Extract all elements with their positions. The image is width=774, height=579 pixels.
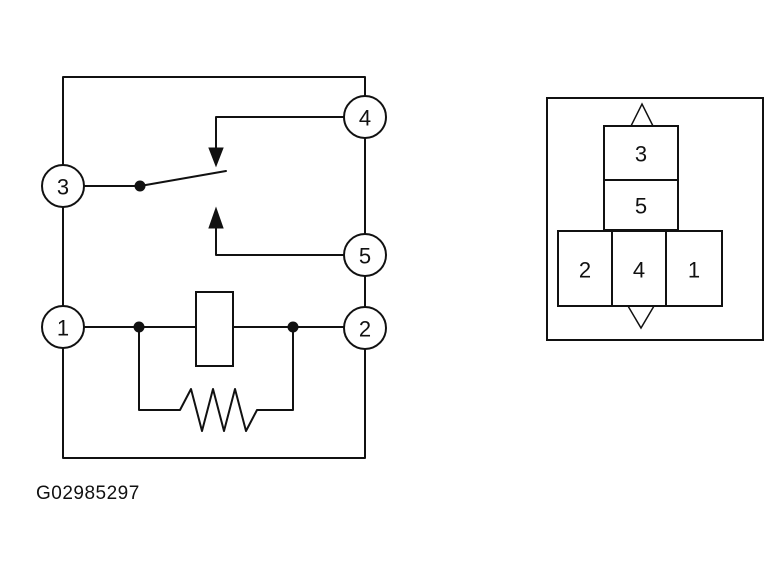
svg-text:4: 4 [359, 106, 371, 131]
svg-text:4: 4 [633, 258, 645, 283]
nc-contact-arrow-icon [208, 147, 224, 168]
switch-pivot-dot [134, 180, 146, 192]
svg-text:1: 1 [57, 316, 69, 341]
svg-text:3: 3 [635, 142, 647, 167]
terminal-5: 5 [343, 233, 387, 277]
svg-text:2: 2 [579, 258, 591, 283]
wire-resistor-branch [138, 326, 294, 432]
terminal-2: 2 [343, 306, 387, 350]
cavity-3: 3 [603, 125, 679, 181]
switch-blade [139, 170, 227, 187]
connector-view: 3 5 2 4 1 [546, 97, 764, 341]
relay-schematic: 3 4 5 1 2 [41, 76, 387, 459]
relay-coil [195, 291, 234, 367]
cavity-2: 2 [557, 230, 613, 307]
svg-text:5: 5 [635, 194, 647, 219]
figure-code: G02985297 [36, 483, 140, 504]
svg-text:3: 3 [57, 175, 69, 200]
terminal-4: 4 [343, 95, 387, 139]
svg-text:1: 1 [688, 258, 700, 283]
cavity-4: 4 [611, 230, 667, 307]
no-contact-arrow-icon [208, 206, 224, 229]
wire-top [62, 76, 366, 166]
cavity-5: 5 [603, 179, 679, 231]
junction-dot-left [133, 321, 145, 333]
junction-dot-right [287, 321, 299, 333]
svg-text:5: 5 [359, 244, 371, 269]
wire-no-contact [215, 225, 345, 256]
cavity-1: 1 [665, 230, 723, 307]
terminal-1: 1 [41, 305, 85, 349]
wire-nc-contact [215, 116, 345, 149]
terminal-3: 3 [41, 164, 85, 208]
wire-bottom [62, 347, 366, 459]
svg-text:2: 2 [359, 317, 371, 342]
